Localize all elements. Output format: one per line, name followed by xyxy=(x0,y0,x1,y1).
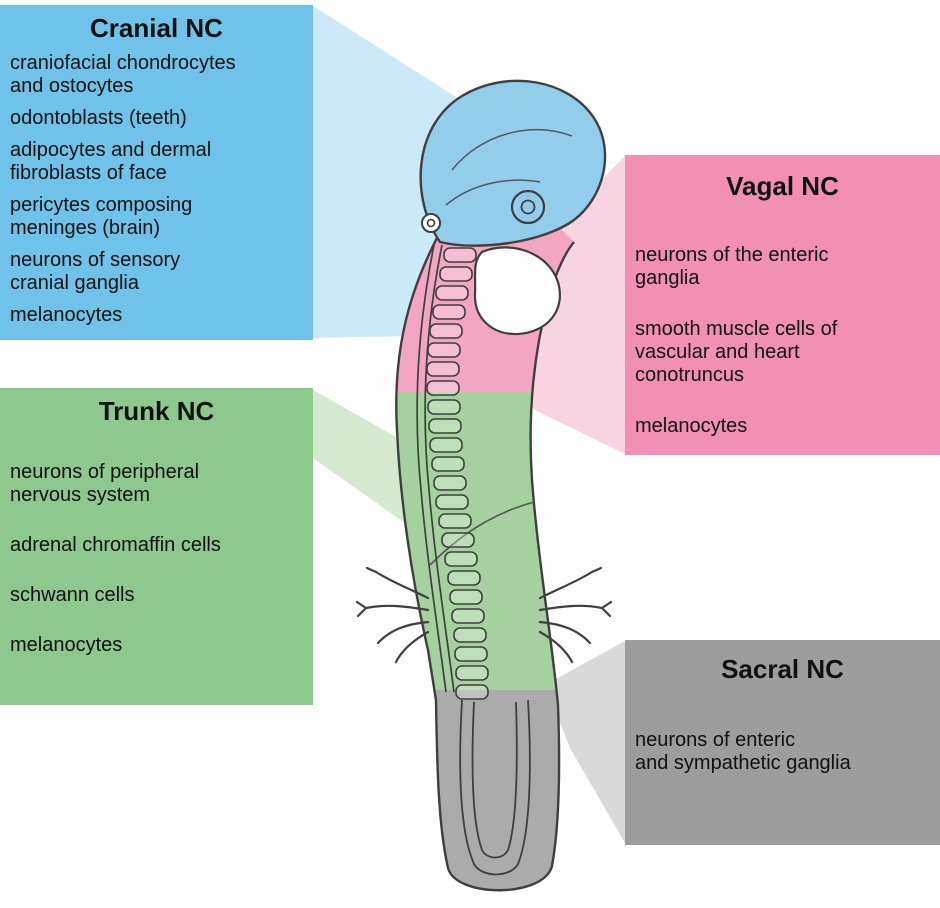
left-limb-bud xyxy=(355,566,430,664)
tail-neural-tube xyxy=(459,699,531,876)
cranial-item: pericytes composing meninges (brain) xyxy=(10,194,193,239)
vagal-nc-box: Vagal NC neurons of the enteric ganglia … xyxy=(625,155,940,455)
trunk-item: schwann cells xyxy=(10,584,135,606)
head-inner-line-2 xyxy=(445,179,541,206)
embryo-trunk-region xyxy=(396,392,574,690)
embryo-body-outline xyxy=(395,237,575,892)
sacral-item: neurons of enteric and sympathetic gangl… xyxy=(635,729,851,774)
trunk-item: adrenal chromaffin cells xyxy=(10,534,221,556)
sacral-nc-title: Sacral NC xyxy=(721,654,844,684)
vagal-nc-title: Vagal NC xyxy=(726,171,839,201)
cranial-item: adipocytes and dermal fibroblasts of fac… xyxy=(10,139,212,184)
vagal-item: smooth muscle cells of vascular and hear… xyxy=(635,318,838,386)
sacral-connector xyxy=(545,641,625,843)
vagal-item: melanocytes xyxy=(635,415,748,437)
vagal-item: neurons of the enteric ganglia xyxy=(635,244,829,289)
otic-vesicle-inner xyxy=(426,218,436,228)
embryo-head xyxy=(419,79,607,247)
heart-bulge xyxy=(473,246,561,336)
cranial-item: neurons of sensory cranial ganglia xyxy=(10,249,181,294)
head-inner-line-1 xyxy=(451,128,573,171)
cranial-item: melanocytes xyxy=(10,304,123,326)
trunk-item: melanocytes xyxy=(10,634,123,656)
trunk-internal-line xyxy=(429,501,535,566)
limb-buds xyxy=(355,566,613,664)
trunk-nc-title: Trunk NC xyxy=(98,396,215,426)
trunk-item: neurons of peripheral nervous system xyxy=(10,461,200,506)
head-curl-inner xyxy=(520,199,536,215)
otic-vesicle-outer xyxy=(421,213,441,233)
head-curl-outer xyxy=(510,189,546,225)
right-limb-bud xyxy=(538,566,613,664)
trunk-nc-box: Trunk NC neurons of peripheral nervous s… xyxy=(0,388,313,705)
cranial-item: odontoblasts (teeth) xyxy=(10,107,187,129)
somites xyxy=(426,247,489,700)
cranial-item: craniofacial chondrocytes and ostocytes xyxy=(10,52,236,97)
cranial-nc-title: Cranial NC xyxy=(90,13,223,43)
cranial-nc-box: Cranial NC craniofacial chondrocytes and… xyxy=(0,5,313,340)
sacral-nc-box: Sacral NC neurons of enteric and sympath… xyxy=(625,640,940,845)
neural-tube xyxy=(416,244,455,693)
